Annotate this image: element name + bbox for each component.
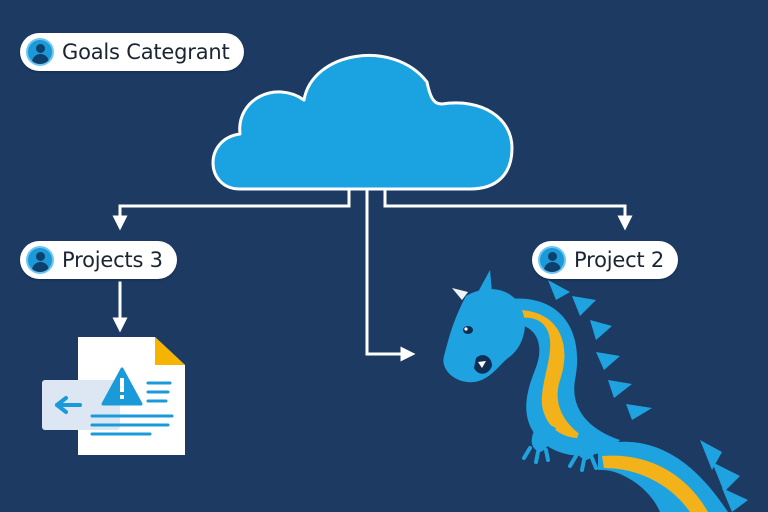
- node-goals-label: Goals Categrant: [62, 40, 230, 64]
- connector-cloud-to-project2: [383, 187, 633, 231]
- user-icon: [538, 246, 566, 274]
- node-projects3: Projects 3: [20, 241, 177, 279]
- cloud-icon: [211, 53, 514, 191]
- node-goals: Goals Categrant: [20, 33, 244, 71]
- node-project2-label: Project 2: [574, 248, 665, 272]
- connector-cloud-to-dragon: [365, 187, 416, 362]
- connector-cloud-to-projects3: [112, 187, 351, 231]
- connector-lines: [112, 187, 633, 362]
- user-icon: [26, 246, 54, 274]
- node-project2: Project 2: [532, 241, 679, 279]
- dragon-icon: [443, 270, 748, 512]
- user-icon: [26, 38, 54, 66]
- warning-document-icon: [42, 337, 185, 455]
- node-projects3-label: Projects 3: [62, 248, 163, 272]
